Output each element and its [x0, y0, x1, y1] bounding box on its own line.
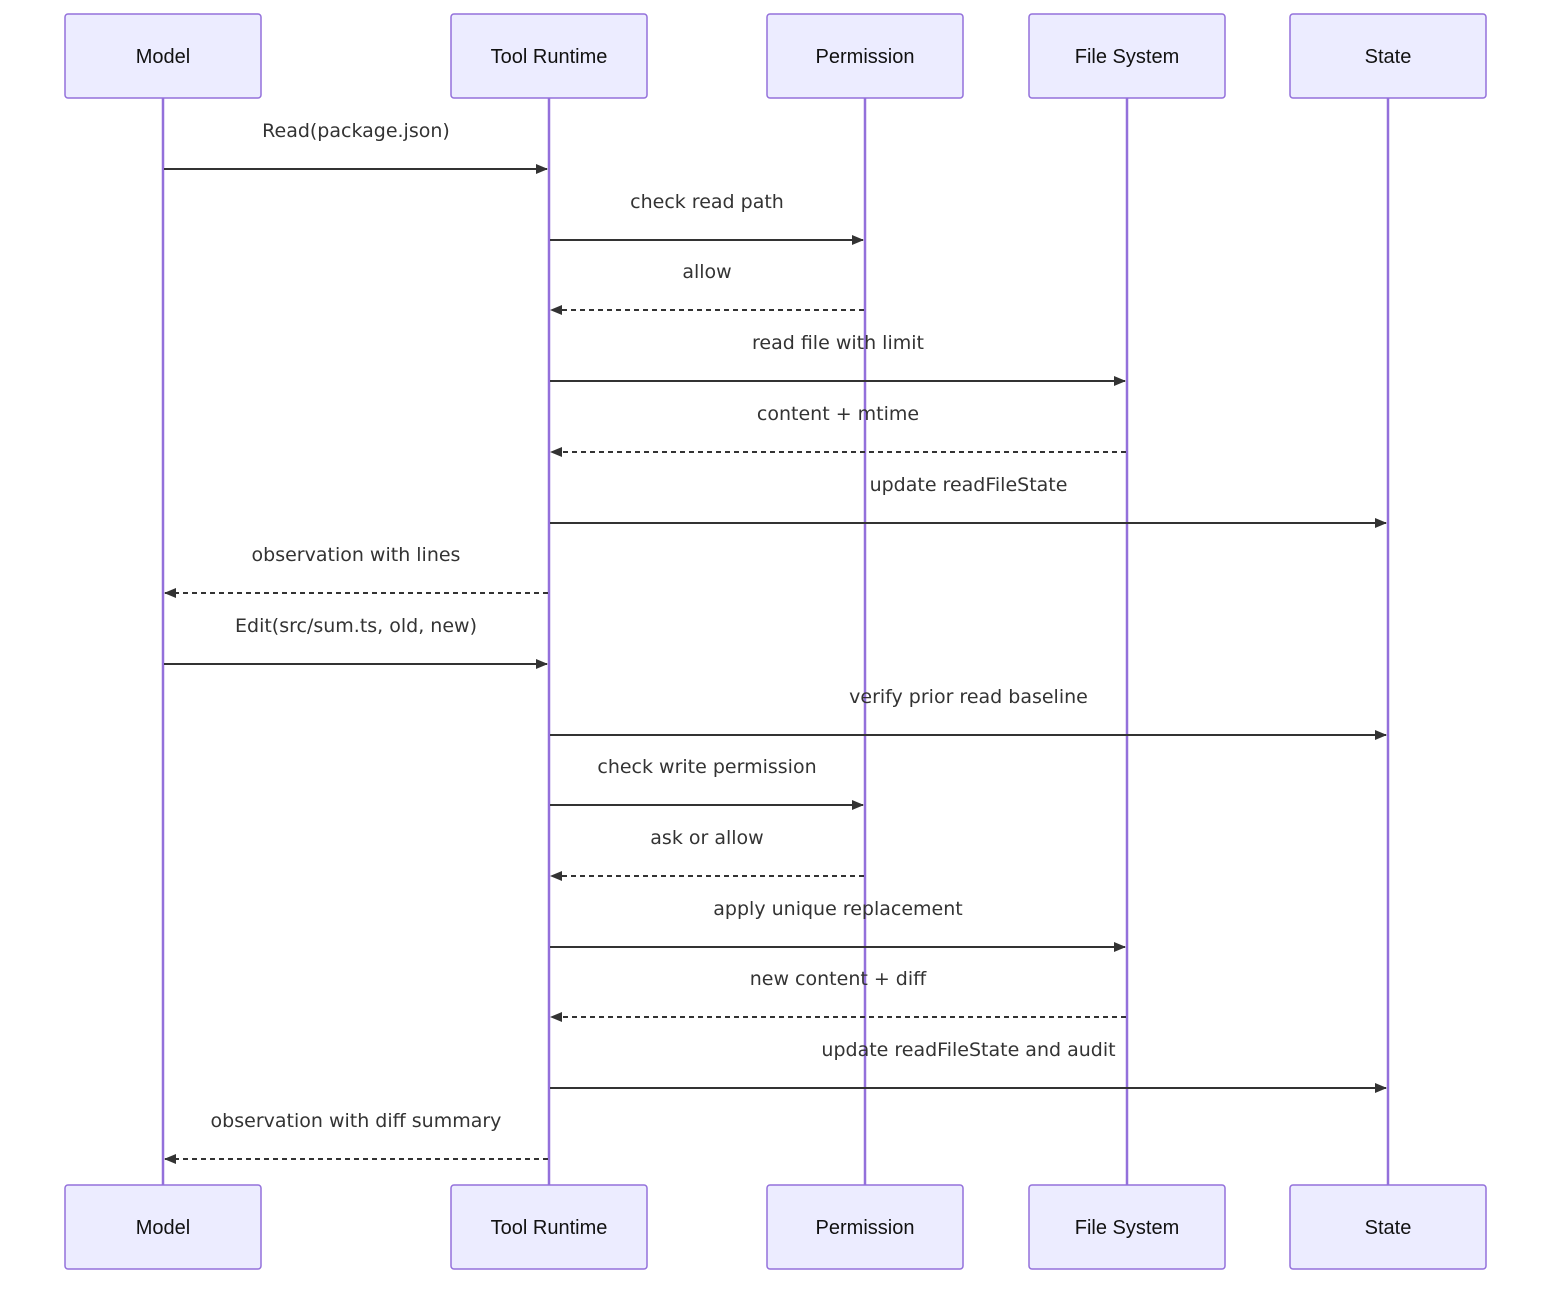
message-11: ask or allow	[550, 827, 864, 881]
message-12: apply unique replacement	[550, 898, 1126, 952]
message-label: observation with lines	[252, 544, 461, 566]
message-6: update readFileState	[550, 474, 1387, 528]
message-7: observation with lines	[164, 544, 548, 598]
participant-tool_runtime-bottom: Tool Runtime	[450, 1184, 648, 1270]
message-5: content + mtime	[550, 403, 1126, 457]
participant-state-top: State	[1289, 13, 1487, 99]
message-4: read file with limit	[550, 332, 1126, 386]
message-label: ask or allow	[650, 827, 763, 849]
participant-box	[1289, 1184, 1487, 1270]
message-label: check write permission	[597, 756, 816, 778]
message-label: update readFileState and audit	[821, 1039, 1115, 1061]
participant-tool_runtime-top: Tool Runtime	[450, 13, 648, 99]
message-14: update readFileState and audit	[550, 1039, 1387, 1093]
participant-box	[1028, 13, 1226, 99]
message-15: observation with diff summary	[164, 1110, 548, 1164]
participant-permission-top: Permission	[766, 13, 964, 99]
message-label: read file with limit	[752, 332, 924, 354]
message-9: verify prior read baseline	[550, 686, 1387, 740]
messages: Read(package.json) check read path allow re…	[164, 120, 1387, 1164]
participant-box	[766, 1184, 964, 1270]
participant-box	[450, 13, 648, 99]
message-label: allow	[682, 261, 731, 283]
participants-top: Model Tool Runtime Permission File System St…	[64, 13, 1487, 99]
message-8: Edit(src/sum.ts, old, new)	[164, 615, 548, 669]
message-label: verify prior read baseline	[849, 686, 1088, 708]
participant-file_system-bottom: File System	[1028, 1184, 1226, 1270]
message-3: allow	[550, 261, 864, 315]
message-1: Read(package.json)	[164, 120, 548, 174]
participant-label: File System	[1075, 46, 1179, 68]
message-10: check write permission	[550, 756, 864, 810]
participant-label: State	[1365, 46, 1412, 68]
message-label: apply unique replacement	[713, 898, 962, 920]
participant-label: Permission	[816, 46, 915, 68]
participant-box	[450, 1184, 648, 1270]
participant-box	[64, 1184, 262, 1270]
participant-label: Model	[136, 1217, 190, 1239]
message-label: new content + diff	[750, 968, 927, 990]
participant-state-bottom: State	[1289, 1184, 1487, 1270]
message-label: Edit(src/sum.ts, old, new)	[235, 615, 477, 637]
message-label: Read(package.json)	[262, 120, 450, 142]
message-label: update readFileState	[870, 474, 1068, 496]
participant-label: Tool Runtime	[491, 46, 608, 68]
participant-box	[766, 13, 964, 99]
message-label: content + mtime	[757, 403, 919, 425]
message-13: new content + diff	[550, 968, 1126, 1022]
participant-box	[1289, 13, 1487, 99]
participant-label: File System	[1075, 1217, 1179, 1239]
message-label: observation with diff summary	[211, 1110, 502, 1132]
participant-label: Model	[136, 46, 190, 68]
participant-box	[1028, 1184, 1226, 1270]
participants-bottom: Model Tool Runtime Permission File System St…	[64, 1184, 1487, 1270]
participant-label: Tool Runtime	[491, 1217, 608, 1239]
message-label: check read path	[630, 191, 784, 213]
participant-file_system-top: File System	[1028, 13, 1226, 99]
participant-permission-bottom: Permission	[766, 1184, 964, 1270]
message-2: check read path	[550, 191, 864, 245]
participant-model-top: Model	[64, 13, 262, 99]
lifelines	[161, 98, 1390, 1185]
participant-label: Permission	[816, 1217, 915, 1239]
participant-model-bottom: Model	[64, 1184, 262, 1270]
participant-label: State	[1365, 1217, 1412, 1239]
participant-box	[64, 13, 262, 99]
